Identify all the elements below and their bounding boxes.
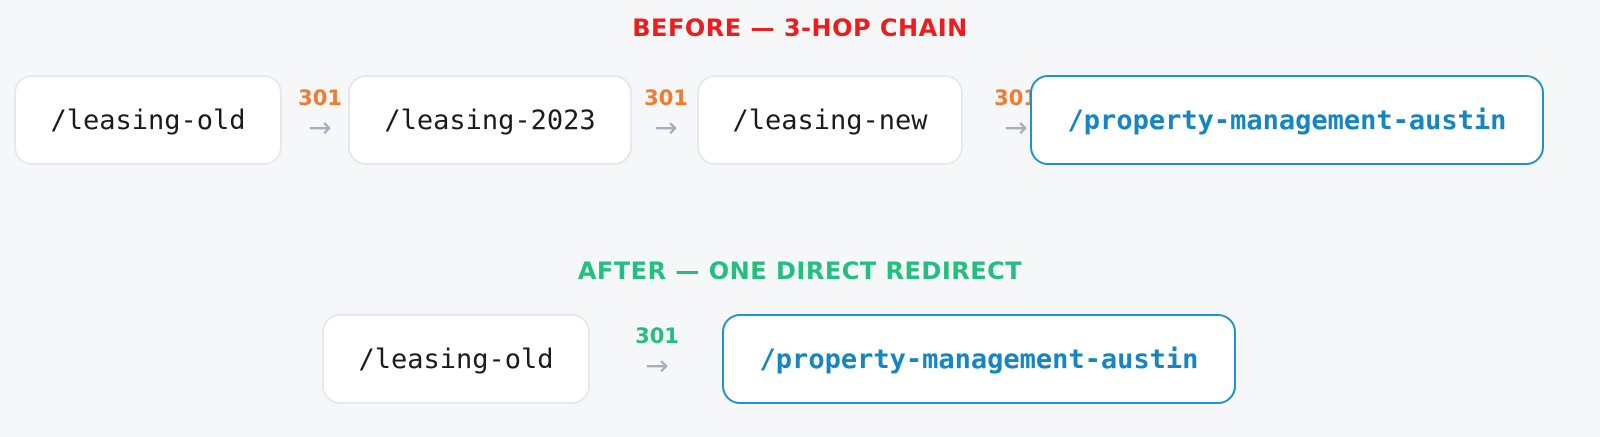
status-code-301: 301 <box>635 324 679 348</box>
arrow-right-icon: → <box>1004 111 1028 144</box>
before-node-leasing-old: /leasing-old <box>14 75 282 165</box>
after-node-leasing-old: /leasing-old <box>322 314 590 404</box>
before-node-leasing-new: /leasing-new <box>697 75 963 165</box>
after-heading: AFTER — ONE DIRECT REDIRECT <box>577 257 1023 285</box>
arrow-right-icon: → <box>308 111 332 144</box>
before-hop-2: 301 → <box>636 86 696 142</box>
before-node-leasing-2023: /leasing-2023 <box>348 75 632 165</box>
before-node-target: /property-management-austin <box>1030 75 1544 165</box>
before-hop-1: 301 → <box>290 86 350 142</box>
after-node-target: /property-management-austin <box>722 314 1236 404</box>
after-hop-1: 301 → <box>627 324 687 380</box>
before-heading: BEFORE — 3-HOP CHAIN <box>632 14 968 42</box>
status-code-301: 301 <box>298 86 342 110</box>
arrow-right-icon: → <box>654 111 678 144</box>
arrow-right-icon: → <box>645 349 669 382</box>
status-code-301: 301 <box>644 86 688 110</box>
